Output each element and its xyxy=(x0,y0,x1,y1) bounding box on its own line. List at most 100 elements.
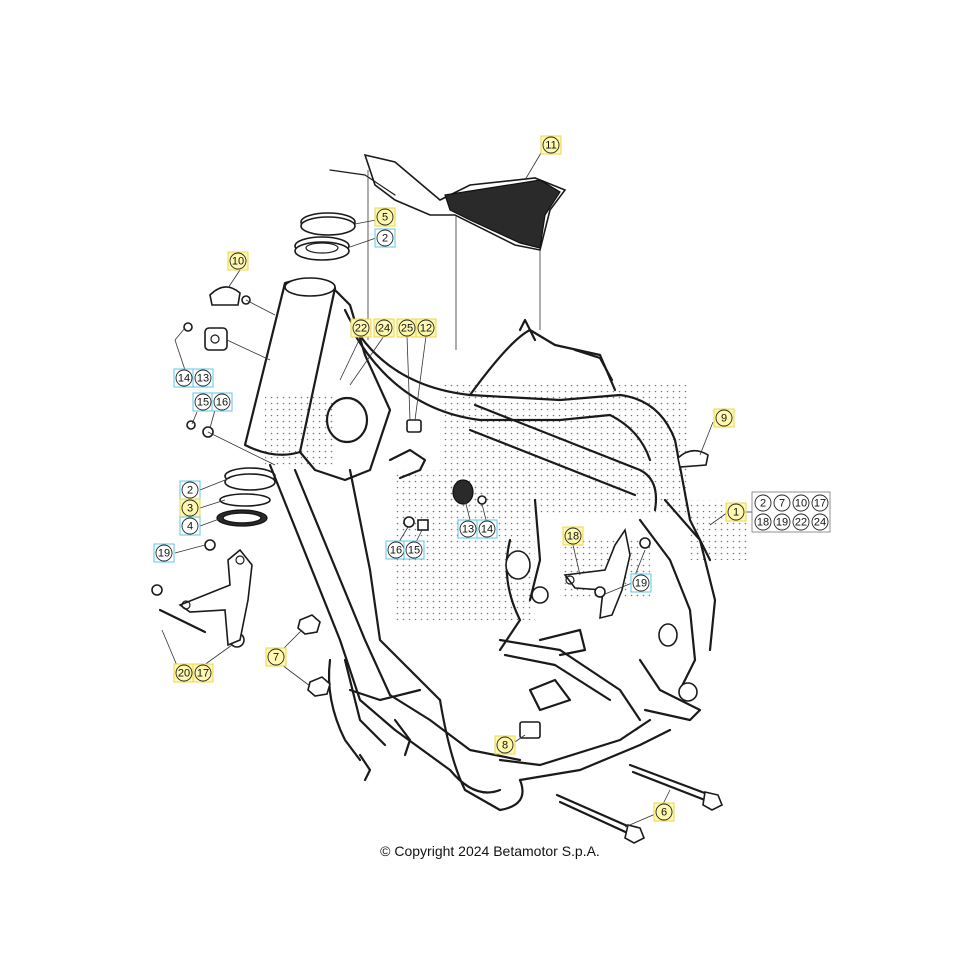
main-frame xyxy=(243,277,717,812)
kit-ring xyxy=(811,494,829,512)
callout-ring xyxy=(181,517,199,535)
steering-bearing-upper xyxy=(294,212,356,261)
callout-3: 3 xyxy=(179,498,201,518)
kit-label: 24 xyxy=(814,517,826,529)
callout-5: 5 xyxy=(374,207,396,227)
callout-ring xyxy=(213,393,231,411)
callout-label: 13 xyxy=(462,524,474,536)
callout-label: 7 xyxy=(273,652,279,664)
callout-box xyxy=(179,516,201,536)
callout-ring xyxy=(181,481,199,499)
callout-box xyxy=(153,543,175,563)
callout-14: 14 xyxy=(476,519,498,539)
kit-item-22: 22 xyxy=(792,513,810,531)
callout-ring xyxy=(459,520,477,538)
callout-ring xyxy=(194,369,212,387)
kit-ring xyxy=(773,494,791,512)
leader-lines xyxy=(161,152,752,828)
callout-box xyxy=(403,540,425,560)
callout-ring xyxy=(155,544,173,562)
callout-ring xyxy=(194,393,212,411)
callout-label: 18 xyxy=(567,531,579,543)
kit-ring xyxy=(773,513,791,531)
callout-7: 7 xyxy=(265,647,287,667)
callout-label: 9 xyxy=(721,413,727,425)
callout-18: 18 xyxy=(562,526,584,546)
callout-ring xyxy=(376,208,394,226)
callout-label: 8 xyxy=(502,740,508,752)
callout-box xyxy=(192,663,214,683)
callout-2: 2 xyxy=(179,480,201,500)
callout-label: 2 xyxy=(382,233,388,245)
callout-ring xyxy=(375,319,393,337)
kit-label: 22 xyxy=(795,517,807,529)
callout-24: 24 xyxy=(373,318,395,338)
kit-label: 7 xyxy=(779,498,785,510)
callout-label: 11 xyxy=(545,140,556,152)
callout-label: 22 xyxy=(355,323,367,335)
callout-label: 19 xyxy=(158,548,170,560)
callout-14: 14 xyxy=(173,368,195,388)
callout-box xyxy=(725,502,747,522)
cage-nut xyxy=(519,721,541,739)
callout-label: 16 xyxy=(390,545,402,557)
callout-1: 1 xyxy=(725,502,747,522)
callout-ring xyxy=(175,664,193,682)
kit-item-7: 7 xyxy=(773,494,791,512)
callout-box xyxy=(713,408,735,428)
kit-label: 19 xyxy=(776,517,788,529)
skid-plate-part xyxy=(329,153,567,251)
callout-15: 15 xyxy=(192,392,214,412)
callout-box xyxy=(192,368,214,388)
callout-box xyxy=(227,251,249,271)
callout-ring xyxy=(715,409,733,427)
callout-ring xyxy=(181,499,199,517)
cable-clamp-part xyxy=(209,286,251,306)
callout-ring xyxy=(229,252,247,270)
kit-label: 10 xyxy=(795,498,807,510)
callout-label: 25 xyxy=(401,323,413,335)
long-bolts xyxy=(555,763,724,844)
callout-box xyxy=(373,318,395,338)
callout-ring xyxy=(398,319,416,337)
callout-ring xyxy=(405,541,423,559)
callout-box xyxy=(374,228,396,248)
callout-16: 16 xyxy=(211,392,233,412)
callout-box xyxy=(476,519,498,539)
callout-box xyxy=(265,647,287,667)
kit-ring xyxy=(792,513,810,531)
callout-box xyxy=(494,735,516,755)
kit-ring xyxy=(792,494,810,512)
callout-label: 1 xyxy=(733,507,739,519)
callout-label: 2 xyxy=(187,485,193,497)
kit-ring xyxy=(754,513,772,531)
callout-label: 19 xyxy=(635,578,647,590)
callout-box xyxy=(630,573,652,593)
left-hardware xyxy=(151,322,276,648)
callout-15: 15 xyxy=(403,540,425,560)
copyright-notice: © Copyright 2024 Betamotor S.p.A. xyxy=(380,843,600,859)
engine-mount-plate-right xyxy=(563,527,651,620)
callout-2: 2 xyxy=(374,228,396,248)
callout-ring xyxy=(175,369,193,387)
callout-19: 19 xyxy=(630,573,652,593)
callout-label: 6 xyxy=(661,807,667,819)
callout-box xyxy=(211,392,233,412)
callout-label: 5 xyxy=(382,212,388,224)
callout-label: 16 xyxy=(216,397,228,409)
middle-hardware xyxy=(388,419,487,531)
engine-mount-plate-left xyxy=(178,548,253,647)
callout-ring xyxy=(655,803,673,821)
callout-box xyxy=(374,207,396,227)
callout-label: 15 xyxy=(408,545,420,557)
kit-label: 18 xyxy=(757,517,769,529)
callout-6: 6 xyxy=(653,802,675,822)
callout-8: 8 xyxy=(494,735,516,755)
kit-ring xyxy=(754,494,772,512)
callout-label: 13 xyxy=(197,373,209,385)
callout-16: 16 xyxy=(385,540,407,560)
callout-label: 17 xyxy=(197,668,209,680)
